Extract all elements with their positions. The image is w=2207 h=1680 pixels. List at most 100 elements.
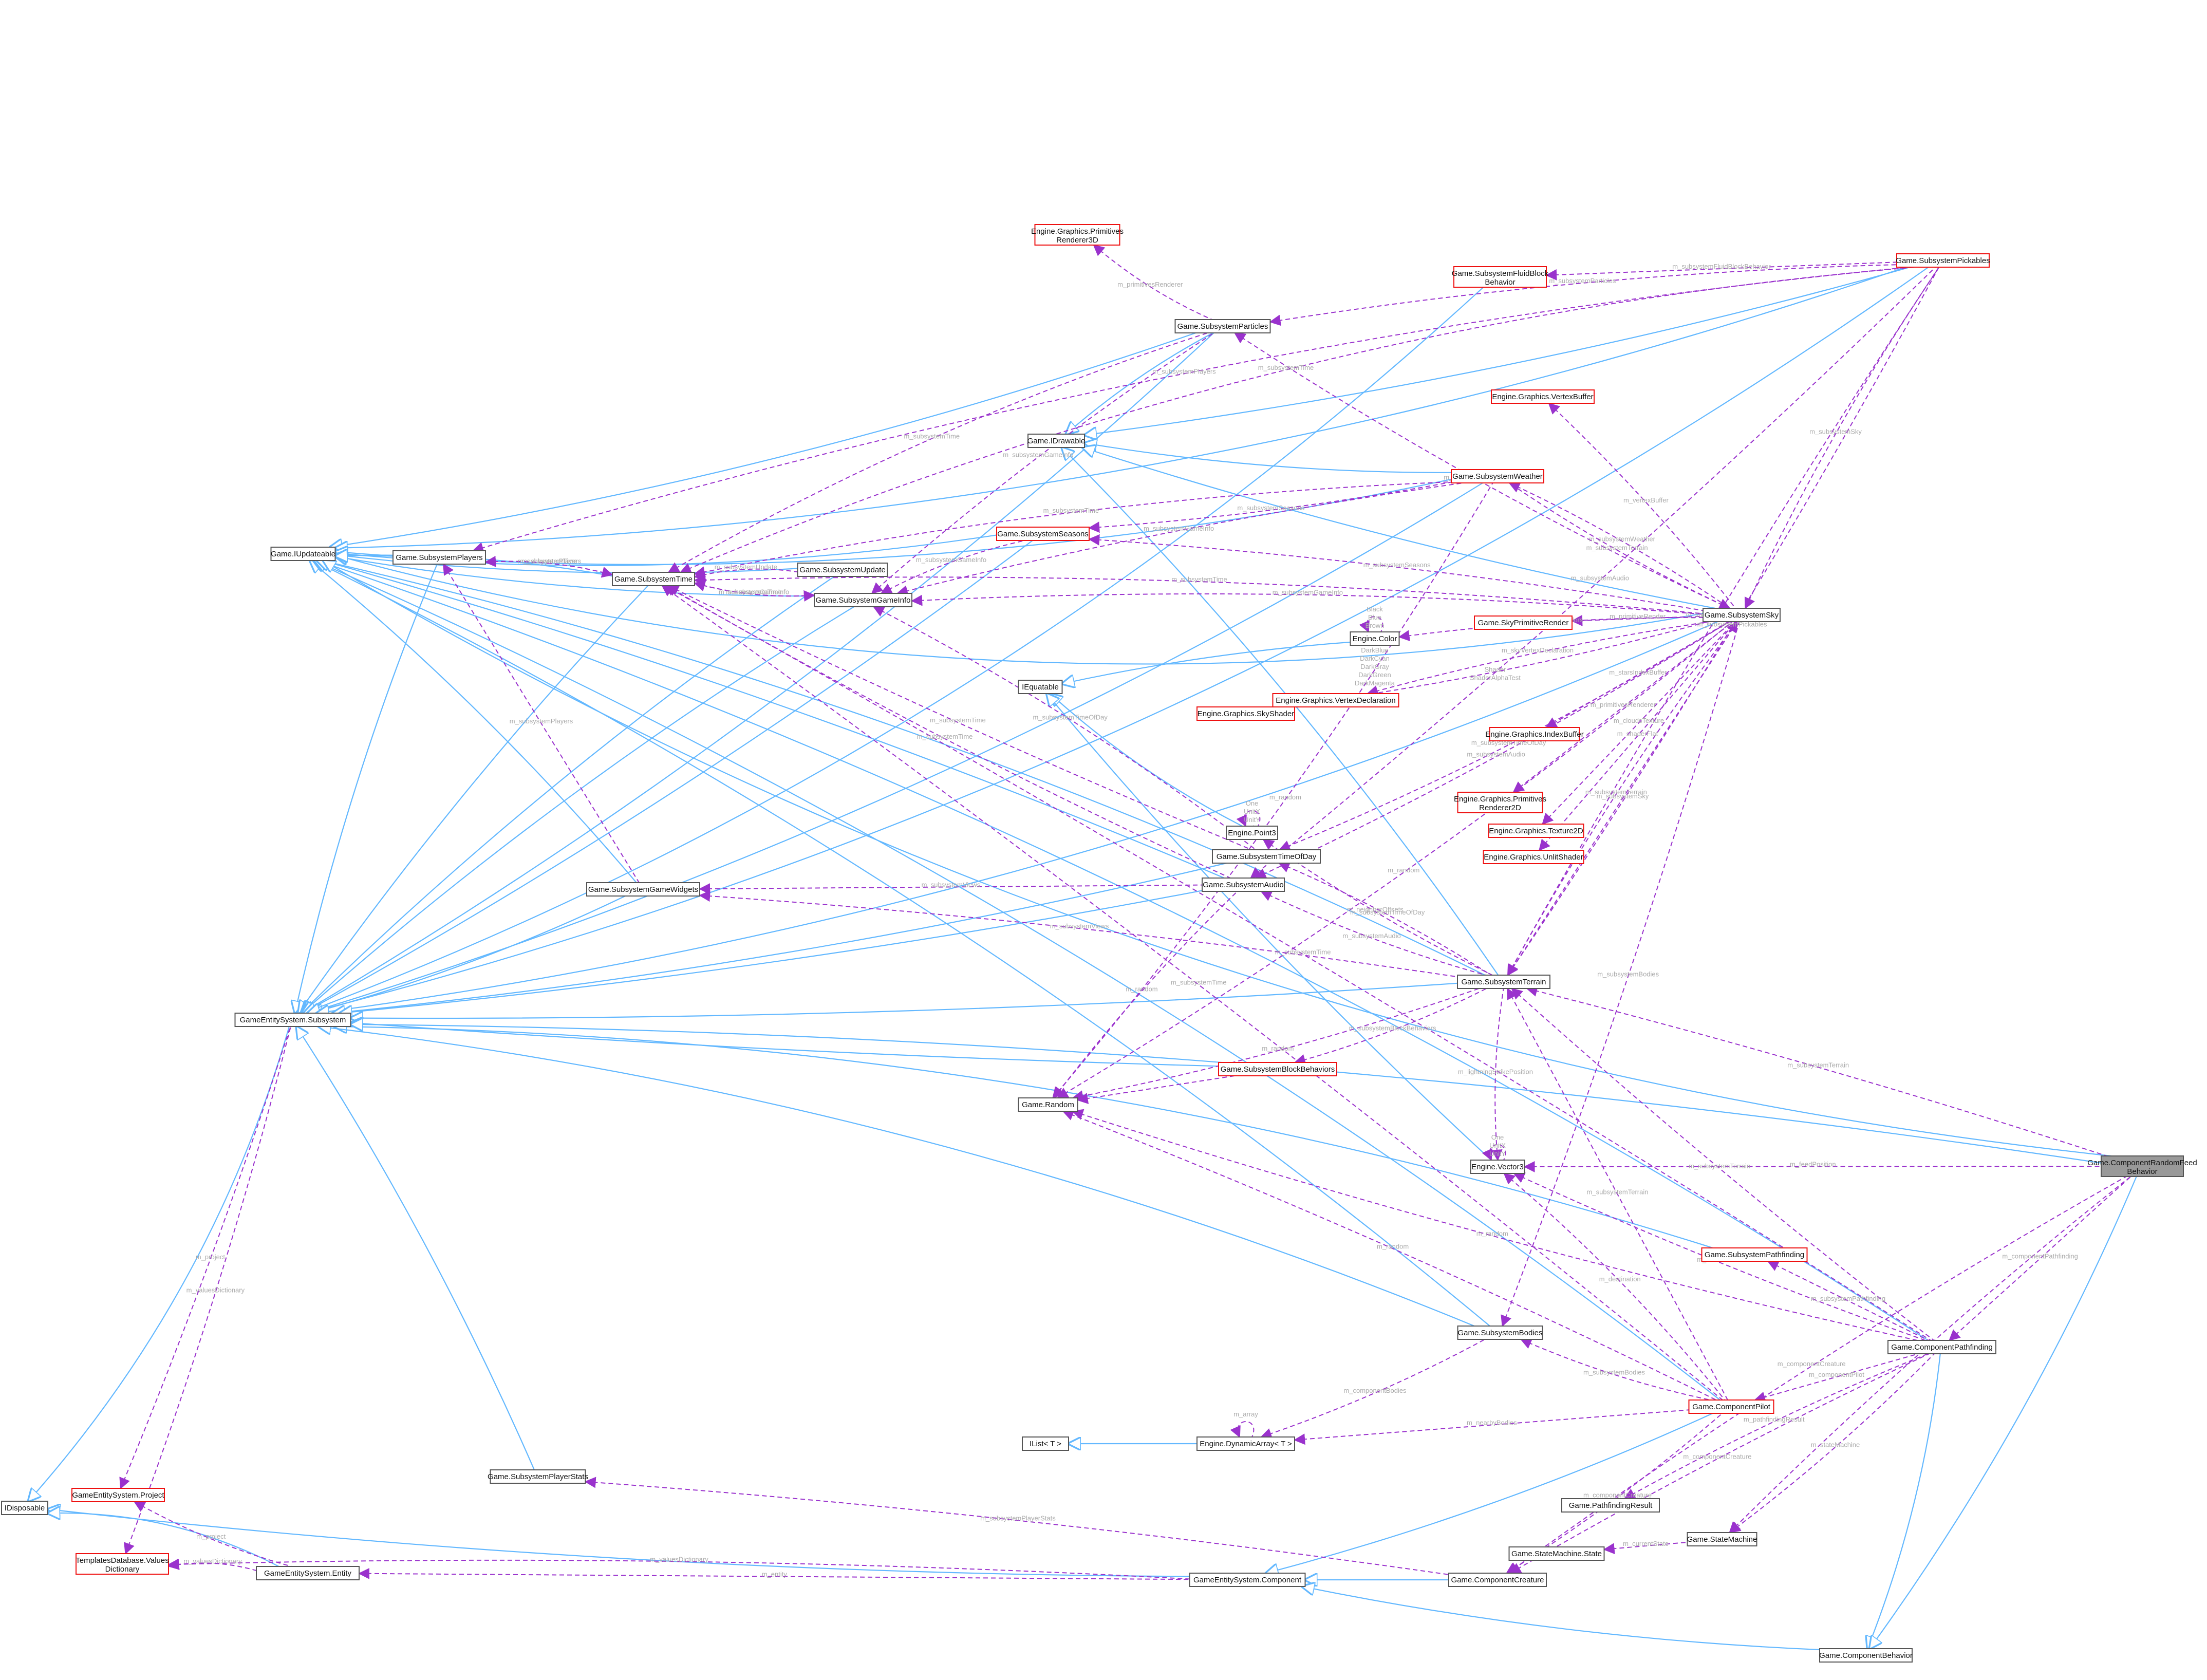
class-name: IEquatable [1022,683,1059,692]
class-name: Game.SubsystemGameInfo [815,596,910,605]
usage-edge-sterrain-spickables [1507,267,1939,976]
usage-edge-splayerstats-ccreature [584,1477,1449,1575]
edge-label: m_subsystemTime [1043,507,1099,514]
class-node-idisp[interactable]: IDisposable [1,1501,48,1515]
class-node-cpilot[interactable]: Game.ComponentPilot [1688,1399,1774,1414]
usage-edge-sterrain-cpilot [1507,987,1728,1401]
usage-edge-sterrain-spickables [1507,267,1939,976]
usage-edge-sterrain-cpf [1511,987,1935,1341]
class-node-vbuf[interactable]: Engine.Graphics.VertexBuffer [1491,389,1595,404]
class-node-skyprim[interactable]: Game.SkyPrimitiveRender [1474,615,1573,630]
class-node-saudio[interactable]: Game.SubsystemAudio [1202,878,1285,892]
class-node-splayers[interactable]: Game.SubsystemPlayers [392,550,486,565]
node-layer: Game.ComponentRandomFeedBehaviorGame.Com… [1,224,2197,1663]
class-node-supdate[interactable]: Game.SubsystemUpdate [797,563,888,577]
class-node-sterrain[interactable]: Game.SubsystemTerrain [1457,975,1550,989]
class-box [586,882,700,897]
class-node-smachine[interactable]: Game.StateMachine [1687,1532,1757,1546]
class-name: Renderer3D [1056,236,1098,245]
class-node-grandom[interactable]: Game.Random [1018,1097,1078,1112]
class-node-epoint3[interactable]: Engine.Point3 [1226,826,1278,840]
class-node-stime[interactable]: Game.SubsystemTime [612,572,695,586]
inheritance-edge-sweather-esubsys [308,482,1483,1013]
class-name: Engine.Vector3 [1471,1163,1524,1171]
class-node-sblockbeh[interactable]: Game.SubsystemBlockBehaviors [1218,1062,1337,1076]
edge-label: m_componentBodies [1343,1387,1407,1394]
class-node-sgamewidgets[interactable]: Game.SubsystemGameWidgets [586,882,700,897]
class-node-sbodies[interactable]: Game.SubsystemBodies [1457,1326,1543,1340]
class-node-esentity[interactable]: GameEntitySystem.Entity [256,1566,360,1580]
class-node-cbehavior[interactable]: Game.ComponentBehavior [1819,1648,1913,1663]
class-node-smstate[interactable]: Game.StateMachine.State [1508,1546,1605,1561]
class-node-ccreature[interactable]: Game.ComponentCreature [1448,1573,1547,1587]
class-node-splayerstats[interactable]: Game.SubsystemPlayerStats [488,1469,588,1484]
class-node-sgameinfo[interactable]: Game.SubsystemGameInfo [814,593,912,607]
class-box [1508,1546,1605,1561]
usage-edge-sterrain-crfb [1526,985,2107,1156]
inheritance-edge-splayers-esubsys [295,564,438,1013]
class-node-iequat[interactable]: IEquatable [1018,680,1063,694]
class-box [797,563,888,577]
class-node-esubsys[interactable]: GameEntitySystem.Subsystem [234,1013,351,1027]
class-node-vdecl[interactable]: Engine.Graphics.VertexDeclaration [1272,693,1399,707]
class-node-cpf[interactable]: Game.ComponentPathfinding [1887,1340,1996,1354]
class-name: GameEntitySystem.Component [1193,1576,1302,1584]
class-node-spathfinding[interactable]: Game.SubsystemPathfinding [1701,1247,1808,1262]
class-node-evector3[interactable]: Engine.Vector3 [1470,1160,1525,1174]
edge-label: m_project [196,1253,225,1261]
inheritance-edge-spickables-idraw [1084,266,1911,435]
usage-edge-sgameinfo-sseasons [880,540,1025,594]
class-box [1,1501,48,1515]
edge-label: m_subsystemTime [1258,364,1314,371]
class-name: Engine.Graphics.SkyShader [1198,710,1294,718]
inheritance-edge-crfb-iupd [323,561,2112,1157]
class-node-ssky[interactable]: Game.SubsystemSky [1703,608,1781,622]
class-node-idraw[interactable]: Game.IDrawable [1027,434,1086,448]
class-name: Game.SubsystemFluidBlock [1452,269,1549,278]
class-name: Game.StateMachine.State [1511,1550,1602,1558]
class-node-unlitshader[interactable]: Engine.Graphics.UnlitShader [1483,850,1584,864]
edge-label: m_componentCreature [1583,1491,1652,1499]
class-node-ibuf[interactable]: Engine.Graphics.IndexBuffer [1485,727,1584,741]
edge-label: m_lightningStrikePosition [1458,1068,1533,1076]
inheritance-edge-cpf-cbehavior [1867,1353,1941,1649]
usage-edge-pfresult-cpf [1623,1353,1929,1499]
class-name: Game.Random [1022,1100,1074,1109]
usage-edge-evector3-evector3 [1482,1144,1506,1161]
class-node-escomp[interactable]: GameEntitySystem.Component [1189,1573,1306,1587]
inheritance-edge-esentity-idisp [48,1513,279,1567]
inheritance-edge-stimeofday-esubsys [333,862,1227,1013]
edge-label: m_subsystemPathfinding [1811,1295,1885,1302]
class-node-pfresult[interactable]: Game.PathfindingResult [1561,1498,1660,1513]
class-node-edynarr[interactable]: Engine.DynamicArray< T > [1196,1436,1295,1451]
usage-edge-sbodies-cpilot [1520,1338,1711,1401]
class-node-tex2d[interactable]: Engine.Graphics.Texture2D [1488,824,1584,838]
inheritance-edge-splayerstats-esubsys [296,1026,535,1470]
class-node-sseasons[interactable]: Game.SubsystemSeasons [996,527,1090,541]
usage-edge-spathfinding-cpf [1767,1261,1929,1341]
class-node-ecolor[interactable]: Engine.Color [1350,631,1400,646]
class-box [1189,1573,1306,1587]
class-name: Game.ComponentPilot [1692,1403,1771,1411]
class-node-ilist[interactable]: IList< T > [1022,1436,1069,1451]
class-box [1226,826,1278,840]
edge-label: m_subsystemGameInfo [719,588,789,596]
class-node-spickables[interactable]: Game.SubsystemPickables [1896,253,1990,268]
class-node-sparticles[interactable]: Game.SubsystemParticles [1174,319,1271,333]
class-node-sweather[interactable]: Game.SubsystemWeather [1451,469,1544,483]
edge-label: m_primitiveRender [1610,612,1666,620]
inheritance-edge-crfb-esubsys [351,1024,2102,1164]
class-node-esproject[interactable]: GameEntitySystem.Project [71,1488,165,1502]
class-node-stimeofday[interactable]: Game.SubsystemTimeOfDay [1212,849,1321,864]
class-box [1018,680,1063,694]
class-name: Game.SubsystemSky [1705,611,1779,620]
edge-label: m_entity [762,1571,788,1578]
class-name: Game.SkyPrimitiveRender [1478,619,1569,627]
class-node-skyshader[interactable]: Engine.Graphics.SkyShader [1196,706,1295,721]
class-node-iupd[interactable]: Game.IUpdateable [270,547,336,561]
